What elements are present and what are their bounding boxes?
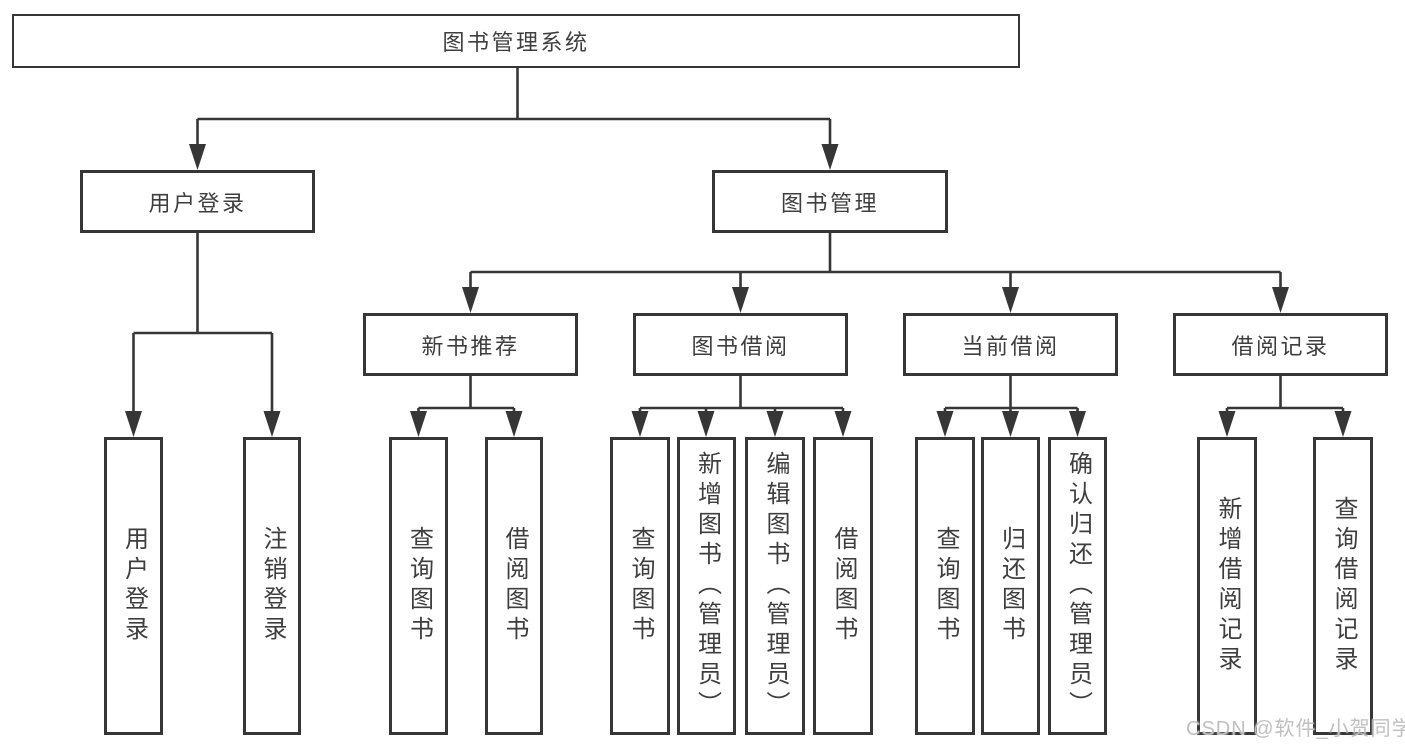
leaf-borrow-query-book: 查询图书 (610, 437, 670, 735)
arrowhead-down-icon (263, 411, 281, 437)
node-current-borrow: 当前借阅 (903, 313, 1118, 376)
arrowhead-down-icon (125, 411, 142, 437)
arrowhead-down-icon (1002, 287, 1019, 313)
arrowhead-down-icon (1218, 411, 1236, 437)
node-current-borrow-label: 当前借阅 (961, 333, 1060, 359)
node-new-book-recommend-label: 新书推荐 (421, 333, 520, 359)
node-book-borrow: 图书借阅 (633, 313, 848, 376)
connector-root-to-level1 (196, 68, 832, 150)
leaf-borrow-borrow-book-label: 借阅图书 (830, 526, 857, 646)
connector-book-borrow-group (638, 376, 845, 415)
leaf-current-return-book: 归还图书 (981, 437, 1040, 735)
arrowhead-down-icon (410, 411, 427, 437)
arrowhead-down-icon (821, 144, 839, 170)
leaf-newbook-borrow-book-label: 借阅图书 (501, 526, 528, 646)
arrowhead-down-icon (462, 287, 479, 313)
connector-borrow-records-group (1225, 376, 1345, 415)
leaf-current-query-book: 查询图书 (915, 437, 975, 735)
leaf-records-query-record: 查询借阅记录 (1313, 437, 1373, 735)
leaf-current-query-book-label: 查询图书 (932, 526, 959, 646)
node-borrow-records-label: 借阅记录 (1231, 333, 1330, 359)
arrowhead-down-icon (766, 411, 784, 437)
leaf-current-confirm-return-admin-label: 确认归还（管理员） (1064, 451, 1092, 721)
connector-book-management-to-level2 (469, 233, 1282, 292)
arrowhead-down-icon (189, 144, 206, 170)
csdn-watermark: CSDN @软件_小贺同学 (1186, 718, 1405, 740)
leaf-borrow-query-book-label: 查询图书 (627, 526, 654, 646)
arrowhead-down-icon (505, 411, 523, 437)
leaf-records-add-record-label: 新增借阅记录 (1214, 496, 1241, 676)
arrowhead-down-icon (1334, 411, 1352, 437)
leaf-borrow-add-book-admin: 新增图书（管理员） (677, 437, 736, 735)
leaf-borrow-edit-book-admin: 编辑图书（管理员） (745, 437, 805, 735)
leaf-newbook-borrow-book: 借阅图书 (485, 437, 543, 735)
leaf-borrow-borrow-book: 借阅图书 (813, 437, 873, 735)
node-book-borrow-label: 图书借阅 (691, 333, 790, 359)
leaf-newbook-query-book: 查询图书 (389, 437, 448, 735)
arrowhead-down-icon (697, 411, 715, 437)
node-book-management: 图书管理 (712, 170, 948, 233)
connector-new-book-group (417, 376, 516, 415)
leaf-current-confirm-return-admin: 确认归还（管理员） (1048, 437, 1107, 735)
arrowhead-down-icon (1002, 411, 1019, 437)
leaf-user-login: 用户登录 (104, 437, 163, 735)
connector-user-login-group (132, 233, 274, 415)
arrowhead-down-icon (834, 411, 852, 437)
node-book-management-label: 图书管理 (780, 190, 879, 216)
node-user-login-label: 用户登录 (148, 190, 247, 216)
arrowhead-down-icon (936, 411, 954, 437)
node-new-book-recommend: 新书推荐 (363, 313, 578, 376)
leaf-user-login-label: 用户登录 (120, 526, 148, 646)
arrowhead-down-icon (1069, 411, 1086, 437)
leaf-records-query-record-label: 查询借阅记录 (1330, 496, 1357, 676)
node-root-label: 图书管理系统 (442, 30, 590, 55)
leaf-borrow-edit-book-admin-label: 编辑图书（管理员） (762, 451, 789, 721)
leaf-logout-label: 注销登录 (259, 526, 286, 646)
arrowhead-down-icon (631, 411, 649, 437)
connector-current-borrow-group (943, 376, 1079, 415)
node-root: 图书管理系统 (12, 14, 1020, 68)
leaf-newbook-query-book-label: 查询图书 (405, 526, 433, 646)
leaf-records-add-record: 新增借阅记录 (1197, 437, 1257, 735)
leaf-borrow-add-book-admin-label: 新增图书（管理员） (693, 451, 721, 721)
arrowhead-down-icon (1272, 287, 1289, 313)
arrowhead-down-icon (732, 287, 749, 313)
node-borrow-records: 借阅记录 (1173, 313, 1388, 376)
leaf-current-return-book-label: 归还图书 (997, 526, 1025, 646)
leaf-logout: 注销登录 (243, 437, 301, 735)
node-user-login: 用户登录 (80, 170, 315, 233)
